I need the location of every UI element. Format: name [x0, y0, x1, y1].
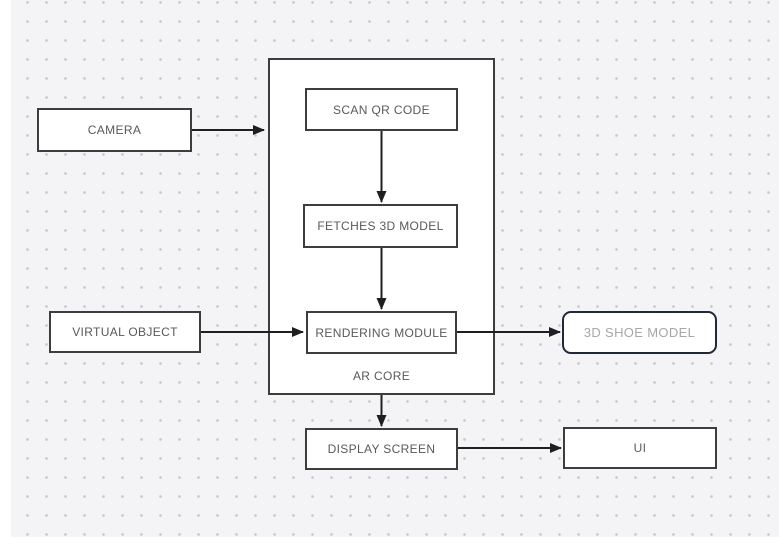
node-virtual-object-label: VIRTUAL OBJECT: [72, 325, 178, 339]
node-ui-label: UI: [633, 441, 647, 455]
node-camera-label: CAMERA: [87, 123, 142, 137]
node-fetches-3d-model: FETCHES 3D MODEL: [303, 204, 458, 248]
node-rendering-module-label: RENDERING MODULE: [315, 325, 448, 340]
node-scan-qr-code: SCAN QR CODE: [305, 88, 458, 131]
node-display-screen: DISPLAY SCREEN: [305, 428, 458, 470]
node-3d-shoe-model-label: 3D SHOE MODEL: [583, 325, 696, 340]
node-fetches-3d-model-label: FETCHES 3D MODEL: [317, 219, 444, 233]
node-3d-shoe-model: 3D SHOE MODEL: [562, 311, 717, 354]
node-ui: UI: [563, 427, 717, 469]
group-ar-core-label: AR CORE: [352, 369, 411, 383]
node-virtual-object: VIRTUAL OBJECT: [49, 311, 201, 353]
node-camera: CAMERA: [37, 108, 192, 152]
node-scan-qr-code-label: SCAN QR CODE: [333, 102, 430, 117]
node-rendering-module: RENDERING MODULE: [306, 311, 457, 354]
node-display-screen-label: DISPLAY SCREEN: [327, 442, 436, 456]
